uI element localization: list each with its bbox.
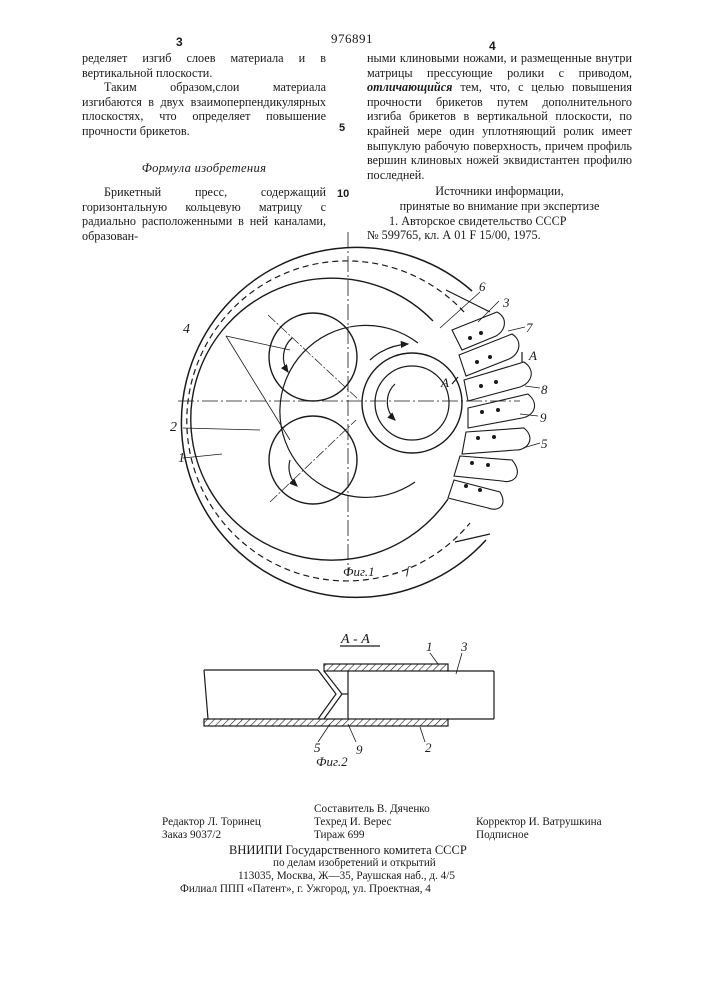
fig2-label-1: 1 [426,639,433,654]
fig2-label-2: 2 [425,740,432,755]
imprint-editor: Редактор Л. Торинец [162,816,261,829]
fig2-section-title: А - А [340,632,370,647]
fig2-label-5: 5 [314,740,321,755]
imprint-order: Заказ 9037/2 [162,829,221,842]
imprint-circulation: Тираж 699 [314,829,364,842]
imprint-org-1: ВНИИПИ Государственного комитета СССР [229,844,467,857]
fig2-label-9: 9 [356,742,363,757]
imprint-branch: Филиал ППП «Патент», г. Ужгород, ул. Про… [180,883,431,896]
imprint-tech: Техред И. Верес [314,816,392,829]
fig2-caption: Фиг.2 [316,754,348,769]
imprint-compiler: Составитель В. Дяченко [314,803,430,816]
imprint-org-2: по делам изобретений и открытий [273,857,436,870]
fig2-label-3: 3 [460,639,468,654]
imprint-subscription: Подписное [476,829,529,842]
imprint-corrector: Корректор И. Ватрушкина [476,816,602,829]
imprint-org-3: 113035, Москва, Ж—35, Раушская наб., д. … [238,870,455,883]
